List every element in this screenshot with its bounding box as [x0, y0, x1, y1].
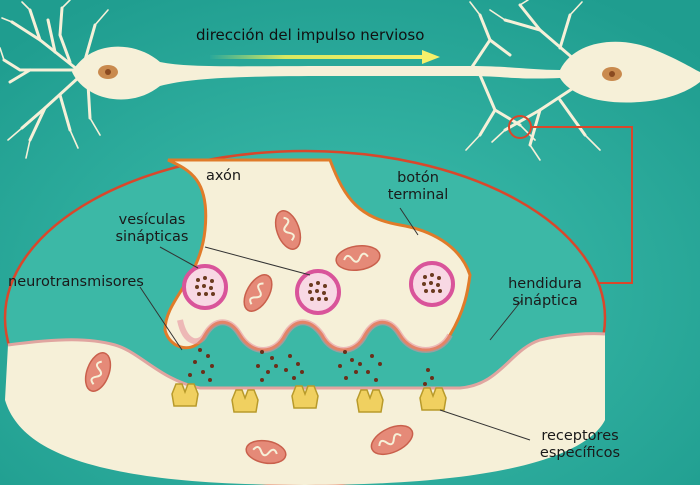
mitochondria: [84, 210, 414, 465]
terminal-button-label-line2: terminal: [387, 187, 449, 203]
neurotransmitters: [188, 348, 434, 386]
receptor: [291, 385, 319, 409]
presynaptic-neuron: [0, 0, 109, 159]
postsynaptic-soma: [560, 41, 700, 103]
axon-label: axón: [206, 168, 242, 184]
direction-label: dirección del impulso nervioso: [196, 26, 425, 44]
specific-receptors-label: receptores específicos: [530, 428, 630, 462]
neuron-body-axon: [72, 46, 560, 100]
synaptic-vesicles-label: vesículas sinápticas: [104, 212, 200, 246]
receptor: [171, 383, 199, 407]
postsynaptic-neuron-dendrites: [465, 0, 601, 161]
postsynaptic-membrane: [7, 332, 606, 390]
nucleolus: [105, 69, 111, 75]
receptor: [419, 387, 447, 411]
specific-receptors-label-line2: específicos: [539, 445, 621, 461]
mitochondrion: [274, 210, 302, 250]
terminal-button-label-line1: botón: [397, 170, 439, 186]
presynaptic-membrane: [177, 319, 453, 353]
mitochondrion: [84, 352, 112, 392]
terminal-button-label: botón terminal: [378, 170, 458, 204]
synaptic-vesicles-label-line1: vesículas: [118, 212, 186, 228]
vesicle: [182, 264, 228, 310]
mitochondrion: [245, 439, 287, 465]
synaptic-cleft-label: hendidura sináptica: [500, 276, 590, 310]
specific-receptors-label-line1: receptores: [541, 428, 619, 444]
mitochondrion: [335, 244, 381, 272]
neurotransmitters-label: neurotransmisores: [8, 274, 144, 290]
receptor: [356, 389, 384, 413]
vesicle: [295, 269, 341, 315]
postsynaptic-membrane-area: [5, 333, 605, 485]
mitochondrion: [370, 424, 414, 456]
receptors: [171, 383, 447, 413]
synaptic-vesicles-label-line2: sinápticas: [115, 229, 189, 245]
postsynaptic-nucleolus: [609, 71, 615, 77]
mitochondrion: [243, 274, 273, 312]
direction-arrow: [210, 50, 440, 64]
synaptic-cleft-label-line2: sináptica: [512, 293, 578, 309]
synaptic-vesicles: [182, 261, 455, 315]
leader-lines: [139, 207, 531, 441]
receptor: [231, 389, 259, 413]
synaptic-cleft-label-line1: hendidura: [508, 276, 582, 292]
vesicle: [409, 261, 455, 307]
